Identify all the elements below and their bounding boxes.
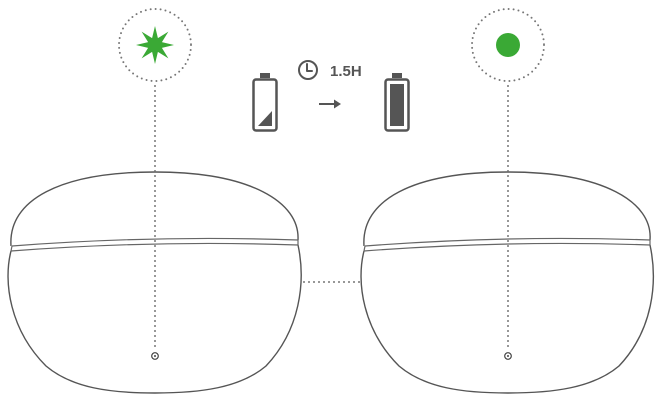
- solid-led-icon: [496, 33, 520, 57]
- battery-low-icon: [254, 73, 277, 131]
- indicator-left: [119, 9, 191, 349]
- case-right-seam-end-left: [364, 246, 365, 251]
- case-left-body: [8, 245, 301, 393]
- case-right-body: [361, 245, 653, 393]
- charging-case-right: [361, 172, 653, 393]
- clock-icon: [299, 61, 317, 79]
- case-right-led-dot-center: [507, 355, 509, 357]
- case-left-seam-top: [12, 238, 298, 246]
- flashing-led-icon: [136, 26, 174, 64]
- case-left-seam-bottom: [11, 243, 298, 251]
- case-right-seam-bottom: [364, 243, 650, 251]
- battery-full-terminal: [392, 73, 402, 78]
- arrow-right-icon: [319, 100, 341, 109]
- battery-low-terminal: [260, 73, 270, 78]
- case-left-seam-end-left: [11, 246, 12, 251]
- clock-hands: [307, 64, 312, 71]
- battery-full-icon: [386, 73, 409, 131]
- case-left-led-dot-center: [154, 355, 156, 357]
- case-left-lid: [11, 172, 298, 246]
- charge-duration-label: 1.5H: [330, 63, 362, 80]
- arrow-head: [334, 100, 341, 109]
- battery-low-level: [258, 111, 272, 126]
- case-right-lid: [364, 172, 650, 246]
- battery-full-level: [390, 84, 404, 126]
- case-right-seam-top: [365, 238, 650, 246]
- indicator-right: [472, 9, 544, 349]
